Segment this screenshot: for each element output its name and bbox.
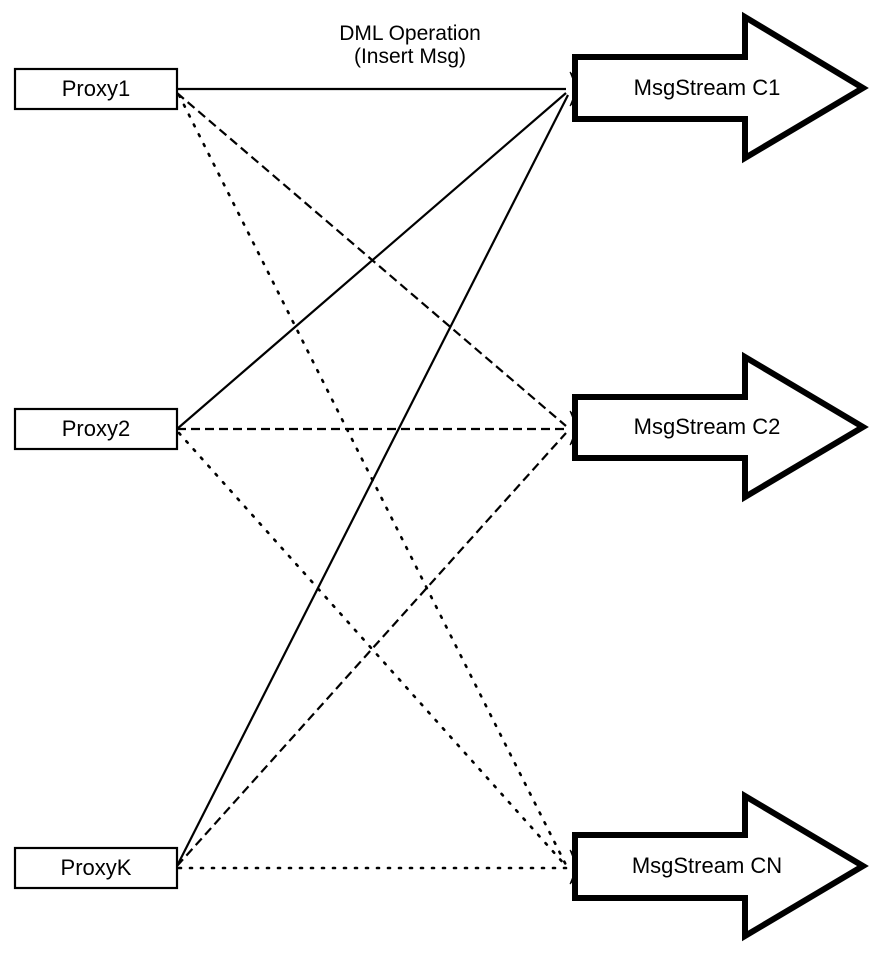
stream-node-stream_c2[interactable]: MsgStream C2 — [572, 351, 869, 503]
edge-proxyk-to-stream_c1 — [176, 94, 569, 867]
proxy-label: Proxy1 — [62, 76, 130, 101]
proxy-label: ProxyK — [61, 855, 132, 880]
proxy-node-proxy1[interactable]: Proxy1 — [13, 67, 179, 111]
block-arrow-icon — [572, 790, 869, 942]
edge-label-group: DML Operation (Insert Msg) — [339, 22, 481, 68]
proxy-box — [13, 407, 179, 451]
edges-layer — [176, 87, 569, 870]
block-arrow-icon — [572, 11, 869, 164]
stream-node-stream_cn[interactable]: MsgStream CN — [572, 790, 869, 942]
stream-node-stream_c1[interactable]: MsgStream C1 — [572, 11, 869, 164]
edge-proxy2-to-stream_c1 — [176, 92, 567, 430]
stream-label: MsgStream C2 — [634, 414, 781, 439]
stream-label: MsgStream C1 — [634, 75, 781, 100]
proxy-box — [13, 846, 179, 890]
edge-proxy2-to-stream_cn — [177, 431, 568, 868]
edge-label-line1: DML Operation — [339, 22, 481, 45]
edge-label-line2: (Insert Msg) — [354, 45, 466, 68]
proxy-label: Proxy2 — [62, 416, 130, 441]
stream-label: MsgStream CN — [632, 853, 782, 878]
proxy-node-proxyk[interactable]: ProxyK — [13, 846, 179, 890]
streams-layer: MsgStream C1 MsgStream C2 MsgStream CN — [572, 11, 869, 942]
proxy-box — [13, 67, 179, 111]
arrowheads-layer — [569, 71, 598, 885]
block-arrow-icon — [572, 351, 869, 503]
edge-proxy1-to-stream_c2 — [176, 92, 567, 427]
proxy-node-proxy2[interactable]: Proxy2 — [13, 407, 179, 451]
edge-proxyk-to-stream_c2 — [176, 432, 567, 867]
